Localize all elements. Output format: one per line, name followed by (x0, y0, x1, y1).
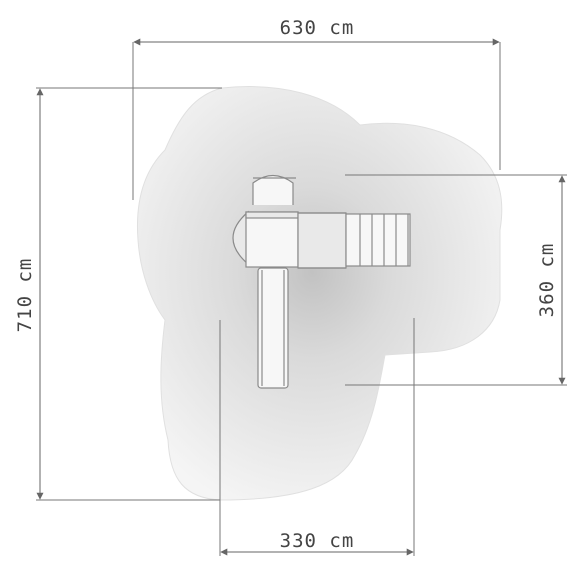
dimension-label-bottom: 330 cm (280, 530, 355, 552)
platform (245, 211, 299, 268)
slide (257, 267, 289, 389)
dimension-label-top: 630 cm (280, 17, 355, 39)
walkway (297, 212, 347, 269)
play-equipment (232, 174, 411, 389)
safety-zone (137, 86, 503, 501)
dimension-label-right: 360 cm (536, 243, 558, 318)
roof-arch (252, 174, 294, 205)
dimension-label-left: 710 cm (14, 258, 36, 333)
stairs (345, 213, 411, 267)
